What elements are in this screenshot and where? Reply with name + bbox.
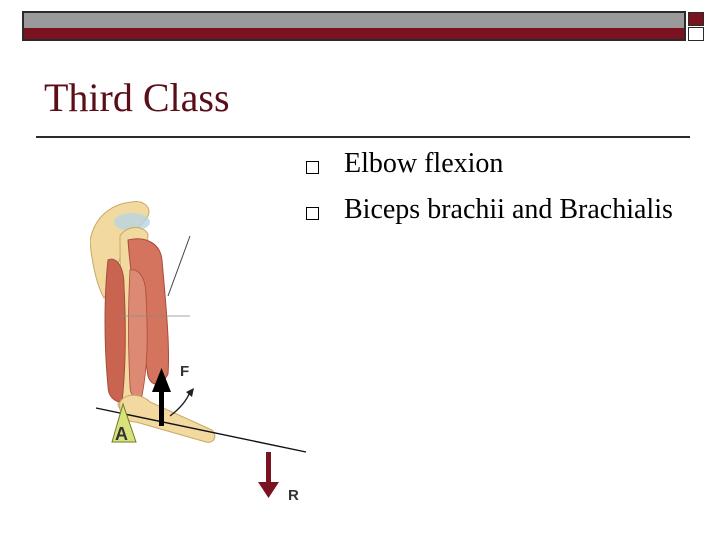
axis-label: A (115, 424, 128, 444)
triceps-muscle (104, 258, 126, 403)
leader-line (167, 235, 191, 297)
corner-square-white (688, 27, 704, 41)
square-bullet-icon (306, 161, 319, 174)
resistance-arrow-icon (258, 482, 279, 498)
arm-lever-figure: F A R (90, 201, 307, 504)
lever-line (95, 407, 307, 453)
brachialis-muscle (128, 269, 148, 398)
force-arrow-shaft (159, 390, 164, 426)
bullet-item: Biceps brachii and Brachialis (306, 194, 706, 226)
resistance-arrow-shaft (266, 452, 271, 484)
force-arrow-icon (152, 368, 171, 392)
scapula-illustration (90, 201, 150, 299)
force-label: F (180, 363, 189, 380)
corner-square-red (688, 12, 704, 26)
slide-title: Third Class (44, 75, 230, 120)
fulcrum-icon (111, 402, 137, 443)
header-stripe-red (24, 28, 684, 39)
header-bar (22, 11, 686, 41)
arrowhead-icon (186, 388, 194, 397)
square-bullet-icon (306, 207, 319, 220)
motion-arrow (169, 391, 191, 417)
resistance-label: R (288, 487, 299, 504)
bullet-item: Elbow flexion (306, 148, 706, 180)
bullet-text: Elbow flexion (344, 148, 504, 179)
bullet-list: Elbow flexion Biceps brachii and Brachia… (306, 148, 706, 240)
bullet-text: Biceps brachii and Brachialis (344, 194, 673, 225)
header-stripe-grey (24, 13, 684, 28)
title-divider (36, 136, 690, 138)
